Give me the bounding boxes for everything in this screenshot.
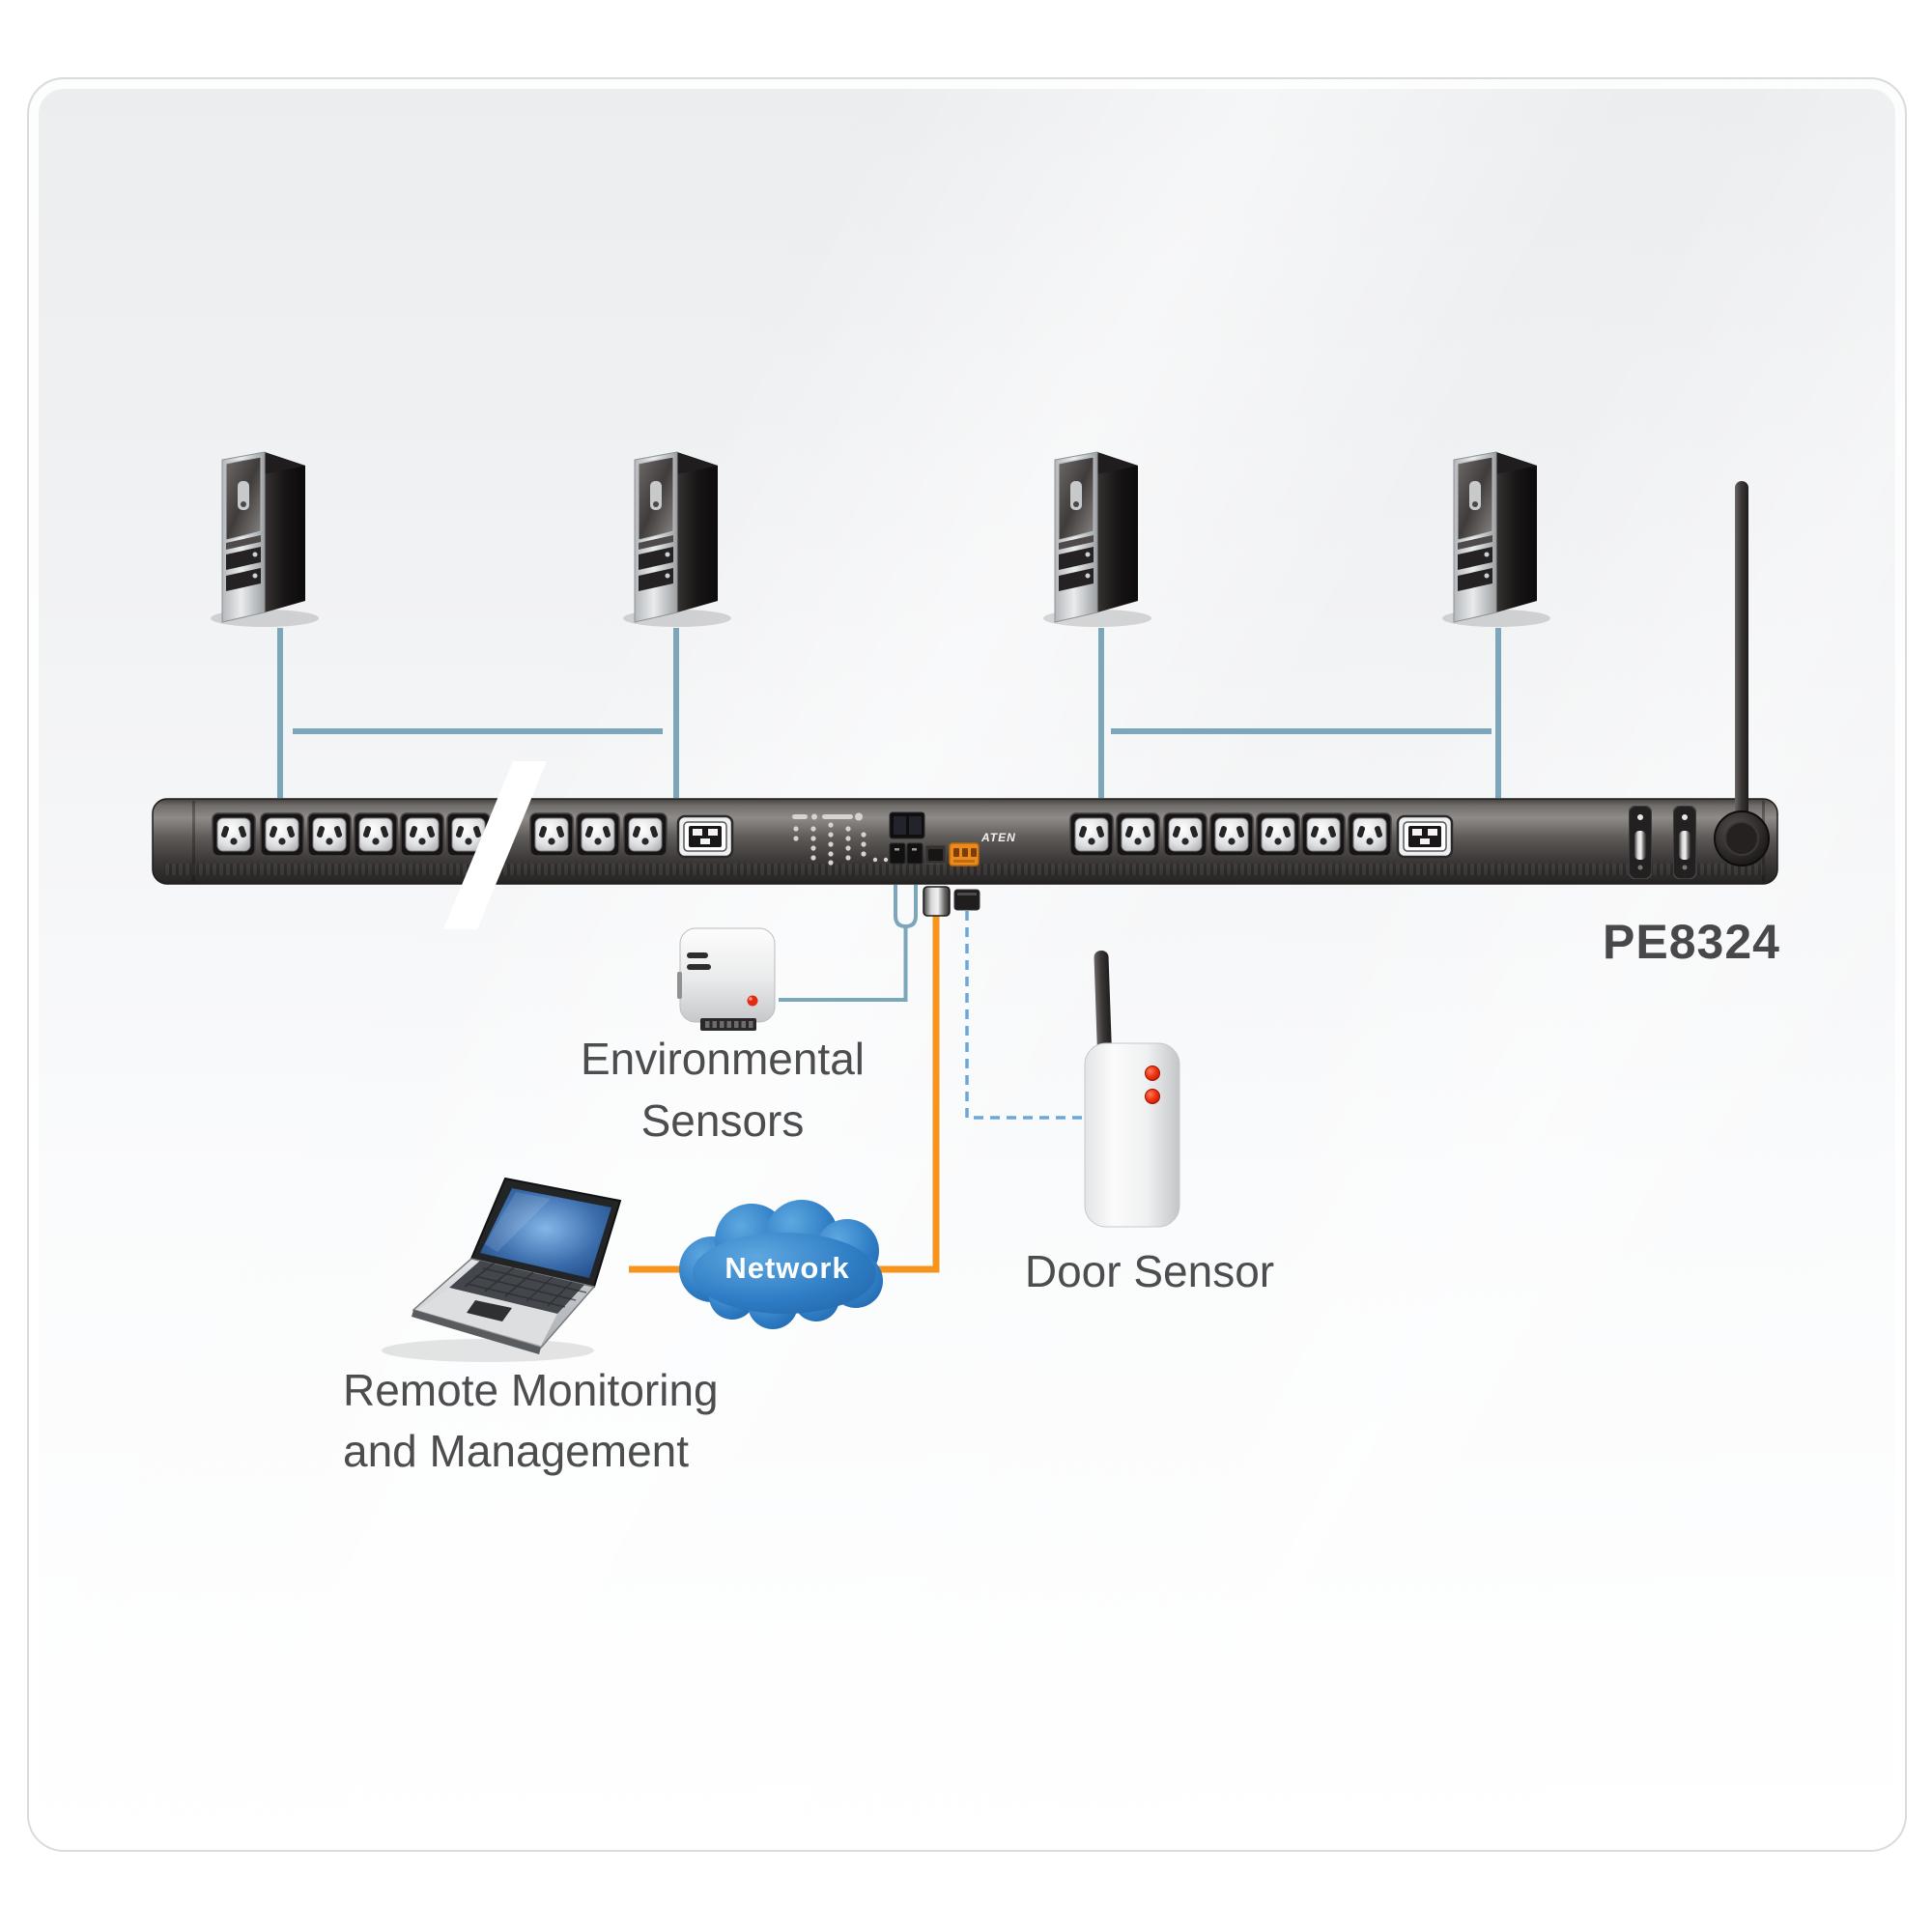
lan-cable-connector — [923, 886, 951, 917]
server-icon — [210, 451, 320, 628]
power-outlet-icon — [400, 812, 444, 857]
server-icon — [622, 451, 732, 628]
sensor-port-1 — [889, 842, 906, 865]
circuit-breaker-icon — [1629, 806, 1652, 879]
server-icon — [1042, 451, 1152, 628]
power-outlet-icon — [1163, 812, 1208, 857]
server-icon — [1441, 451, 1551, 628]
power-outlet-icon — [212, 812, 256, 857]
c19-outlet-icon — [1396, 814, 1454, 859]
power-outlet-icon — [623, 812, 668, 857]
environmental-sensor-icon — [677, 927, 776, 1031]
power-outlet-icon — [1116, 812, 1160, 857]
power-outlet-icon — [529, 812, 574, 857]
circuit-breaker-icon — [1673, 806, 1696, 879]
power-outlet-icon — [1209, 812, 1254, 857]
power-outlet-icon — [1069, 812, 1114, 857]
diagram-background-panel — [27, 77, 1907, 1852]
aten-logo: ATEN — [980, 831, 1016, 844]
power-outlet-icon — [1256, 812, 1300, 857]
antenna-icon — [1714, 481, 1770, 867]
environmental-sensors-label-line1: Environmental — [581, 1034, 865, 1084]
pdu-bar: ATEN — [152, 481, 1778, 885]
power-outlet-icon — [576, 812, 620, 857]
led-indicator-cluster — [792, 812, 889, 866]
power-outlet-icon — [1348, 812, 1392, 857]
environmental-sensors-label-line2: Sensors — [641, 1095, 805, 1146]
door-sensor-label: Door Sensor — [1025, 1246, 1274, 1296]
door-sensor-icon — [1084, 951, 1180, 1228]
pdu-control-section: ATEN — [792, 811, 1016, 867]
remote-monitoring-label-line1: Remote Monitoring — [343, 1365, 719, 1415]
power-outlet-icon — [307, 812, 352, 857]
environmental-sensor-cable — [779, 885, 918, 1002]
network-label: Network — [724, 1251, 849, 1285]
outlet-group-left — [212, 812, 734, 859]
remote-monitoring-label-line2: and Management — [343, 1426, 689, 1476]
product-model-label: PE8324 — [1603, 915, 1780, 969]
pdu-bar-texture — [164, 864, 1766, 875]
network-cloud-icon: Network — [679, 1200, 883, 1329]
power-outlet-icon — [1301, 812, 1346, 857]
laptop-icon — [382, 1177, 622, 1362]
power-outlet-icon — [354, 812, 398, 857]
door-sensor-dashed-line — [965, 911, 1084, 1120]
power-outlet-icon — [260, 812, 304, 857]
sensor-port-2 — [906, 842, 923, 865]
break-slash — [443, 761, 547, 929]
c19-outlet-icon — [676, 814, 734, 859]
server-power-links — [277, 628, 1501, 798]
